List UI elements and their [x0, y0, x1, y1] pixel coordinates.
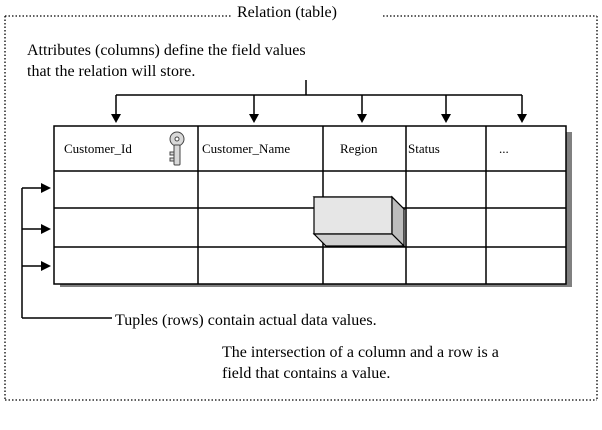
column-header-customer-id: Customer_Id — [64, 141, 132, 156]
table-body — [53, 125, 567, 285]
arrow-head-region — [357, 114, 367, 123]
column-header-status: Status — [408, 141, 440, 156]
arrow-head-customer-name — [249, 114, 259, 123]
arrow-head-row-3 — [41, 261, 51, 271]
attribute-arrows — [115, 80, 523, 115]
arrow-head-row-1 — [41, 183, 51, 193]
tuples-annotation: Tuples (rows) contain actual data values… — [115, 312, 377, 329]
column-header-region: Region — [340, 141, 378, 156]
tuple-arrows — [21, 187, 112, 319]
column-header-ellipsis: ... — [499, 141, 509, 156]
field-annotation-line-1: The intersection of a column and a row i… — [222, 344, 499, 361]
relation-frame — [4, 15, 598, 401]
relation-title: Relation (table) — [234, 4, 340, 22]
attribute-arrowheads — [111, 114, 527, 123]
arrow-head-row-2 — [41, 224, 51, 234]
arrow-head-ellipsis — [517, 114, 527, 123]
column-header-customer-name: Customer_Name — [202, 141, 291, 156]
field-annotation: The intersection of a column and a row i… — [222, 342, 499, 384]
field-annotation-line-2: field that contains a value. — [222, 365, 391, 382]
field-cell-highlight — [312, 195, 406, 248]
relation-table — [53, 125, 567, 285]
tuple-arrowheads — [41, 183, 51, 271]
attributes-annotation: Attributes (columns) define the field va… — [27, 40, 306, 82]
arrow-head-status — [441, 114, 451, 123]
field-cell-bottom — [312, 233, 406, 247]
arrow-head-customer-id — [111, 114, 121, 123]
attributes-annotation-line-1: Attributes (columns) define the field va… — [27, 42, 306, 59]
key-icon — [169, 131, 185, 166]
attributes-annotation-line-2: that the relation will store. — [27, 63, 196, 80]
field-cell-face — [313, 196, 393, 235]
